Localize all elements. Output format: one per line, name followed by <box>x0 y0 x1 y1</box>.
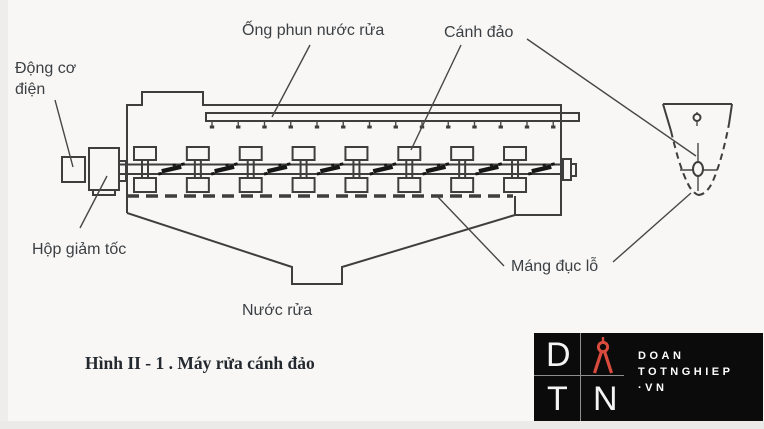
spray-nozzles <box>209 121 556 129</box>
paddle-blades <box>157 162 556 176</box>
label-paddle: Cánh đảo <box>444 24 514 41</box>
label-electric-motor-line1: Động cơ <box>15 60 77 77</box>
spray-pipe <box>205 112 580 129</box>
logo-word-line1: DOAN <box>638 350 685 362</box>
cross-section-view <box>662 103 733 196</box>
paddle-columns <box>133 146 528 193</box>
leader-lines <box>54 38 697 267</box>
label-electric-motor-line2: điện <box>15 81 46 98</box>
electric-motor <box>61 156 86 183</box>
label-spray-pipe: Ống phun nước rửa <box>242 22 385 39</box>
label-perforated-trough: Máng đục lỗ <box>511 258 599 275</box>
figure-caption: Hình II - 1 . Máy rửa cánh đảo <box>85 353 315 373</box>
logo-letter-t: T <box>547 380 568 418</box>
scan-edge-left <box>0 0 8 429</box>
logo-word-line2: TOTNGHIEP <box>638 366 734 378</box>
drafting-compass-icon <box>592 337 614 374</box>
logo-grid-horizontal-divider <box>534 375 624 376</box>
logo-grid-vertical-divider <box>580 333 581 421</box>
logo-letter-d: D <box>546 336 571 374</box>
watermark-logo: D T N DOAN TOTNGHIEP ·VN <box>534 333 763 421</box>
scan-edge-bottom <box>0 421 764 429</box>
label-wash-water: Nước rửa <box>242 302 313 319</box>
gearbox <box>88 147 120 196</box>
label-gearbox: Hộp giảm tốc <box>32 241 127 258</box>
logo-word-line3: ·VN <box>638 382 668 394</box>
logo-letter-n: N <box>593 380 618 418</box>
label-electric-motor: Động cơ điện <box>15 58 76 100</box>
machine-housing <box>126 91 562 285</box>
